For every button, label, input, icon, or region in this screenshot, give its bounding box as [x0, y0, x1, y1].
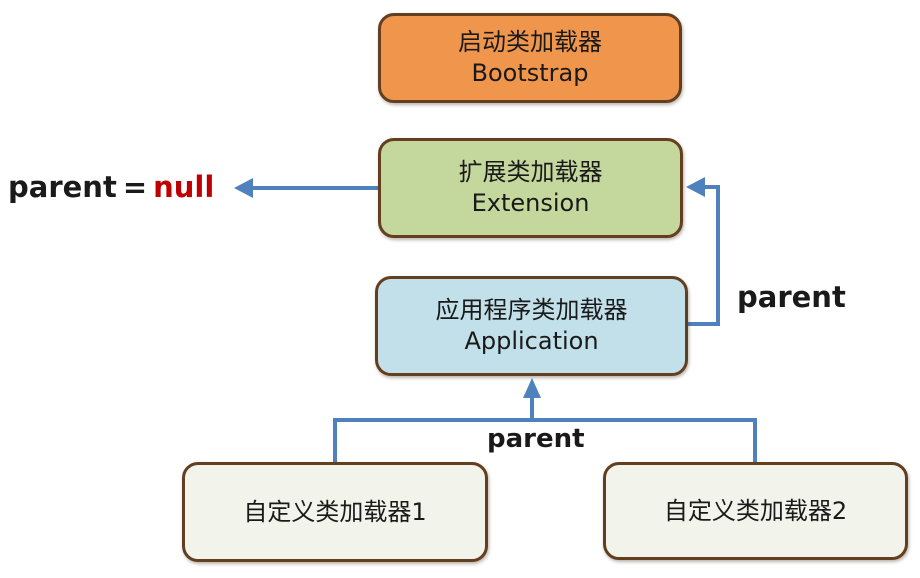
node-extension-label-cn: 扩展类加载器 [458, 158, 603, 186]
node-bootstrap-label-cn: 启动类加载器 [458, 28, 602, 56]
parent-null-label-equals: = [122, 170, 148, 204]
parent-arrow-application-to-extension [686, 177, 720, 326]
parent-null-arrow [234, 178, 378, 198]
parent-label-right: parent [737, 280, 846, 314]
node-bootstrap-classloader: 启动类加载器 Bootstrap [378, 13, 682, 103]
node-custom1-label: 自定义类加载器1 [243, 497, 427, 526]
parent-null-label: parent=null [8, 170, 214, 204]
parent-null-label-parent: parent [8, 170, 117, 204]
node-bootstrap-label-en: Bootstrap [471, 59, 589, 87]
node-extension-classloader: 扩展类加载器 Extension [378, 138, 683, 238]
node-application-classloader: 应用程序类加载器 Application [375, 276, 688, 376]
node-application-label-cn: 应用程序类加载器 [435, 296, 628, 324]
node-custom2-label: 自定义类加载器2 [663, 496, 848, 525]
node-custom-classloader-2: 自定义类加载器2 [603, 462, 908, 560]
node-extension-label-en: Extension [471, 189, 590, 217]
node-application-label-en: Application [464, 327, 599, 355]
parent-null-label-value: null [153, 170, 215, 204]
node-custom-classloader-1: 自定义类加载器1 [182, 462, 488, 562]
parent-label-bottom: parent [487, 424, 585, 454]
